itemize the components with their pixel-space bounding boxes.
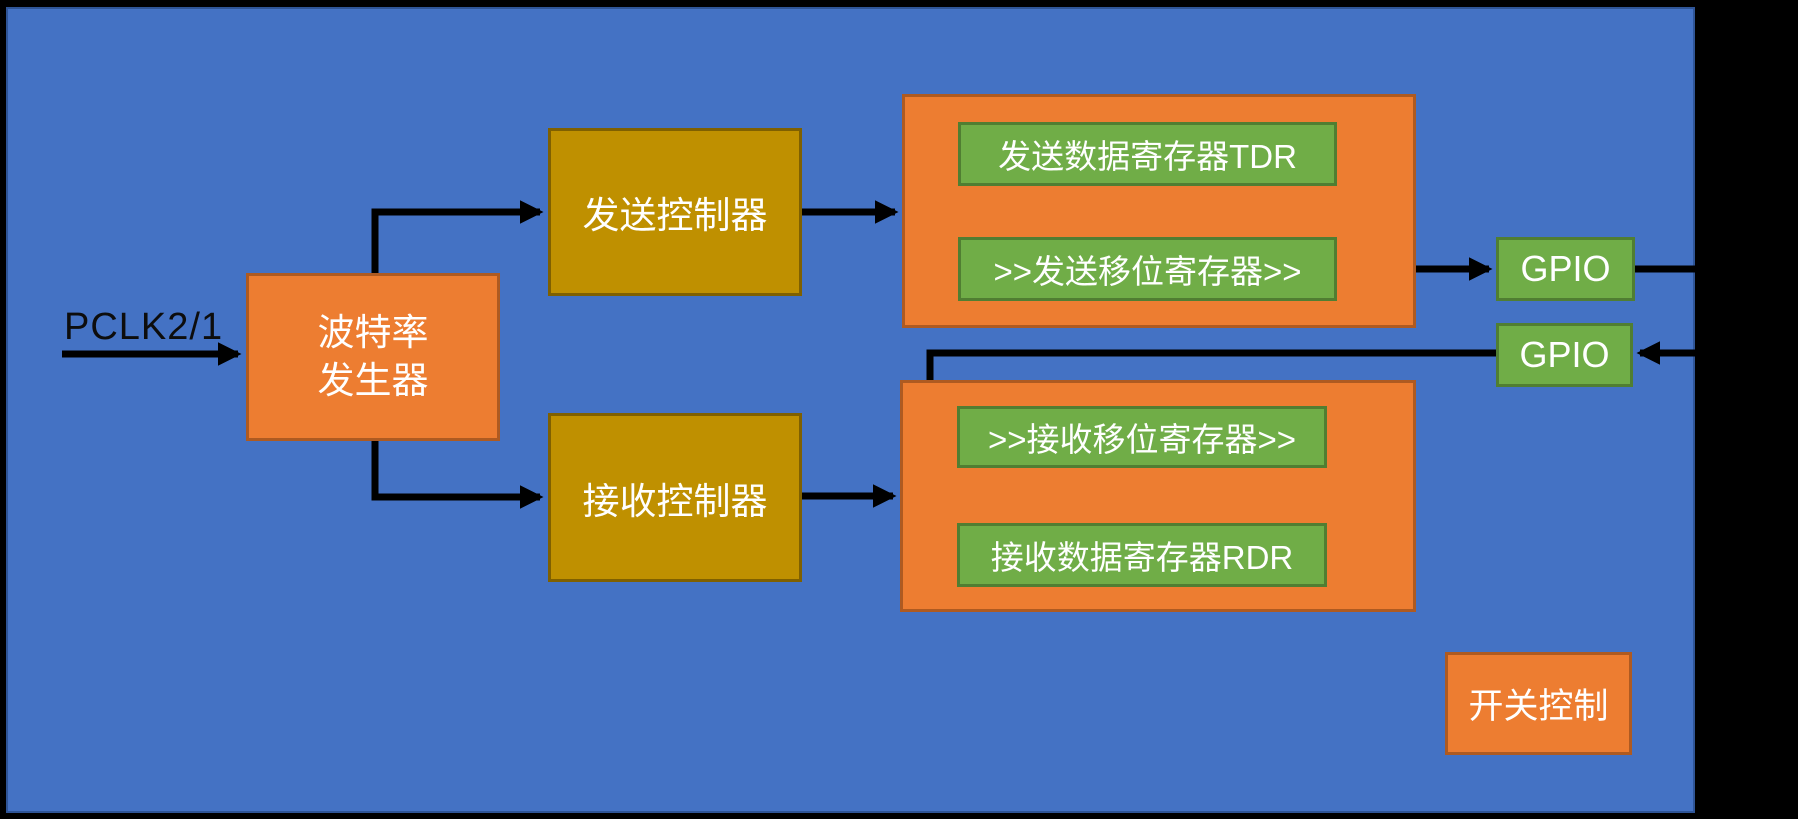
baud-rate-generator-label-line1: 波特率: [317, 312, 429, 353]
baud-rate-generator-label-line2: 发生器: [317, 360, 429, 401]
tx-shift-register-box: >>发送移位寄存器>>: [958, 237, 1337, 301]
rx-data-register-box: 接收数据寄存器RDR: [957, 523, 1327, 587]
tx-data-register-box: 发送数据寄存器TDR: [958, 122, 1337, 186]
pclk-input-label: PCLK2/1: [64, 306, 224, 348]
rx-controller-box: 接收控制器: [548, 413, 802, 582]
gpio-tx-box: GPIO: [1496, 237, 1635, 301]
rx-shift-register-box: >>接收移位寄存器>>: [957, 406, 1327, 468]
wire-baud-to-tx-controller: [371, 200, 544, 277]
tx-controller-box: 发送控制器: [548, 128, 802, 296]
gpio-rx-box: GPIO: [1496, 323, 1633, 387]
wire-baud-to-rx-controller: [371, 437, 544, 509]
switch-control-box: 开关控制: [1445, 652, 1632, 755]
baud-rate-generator-box: 波特率 发生器: [246, 273, 500, 441]
